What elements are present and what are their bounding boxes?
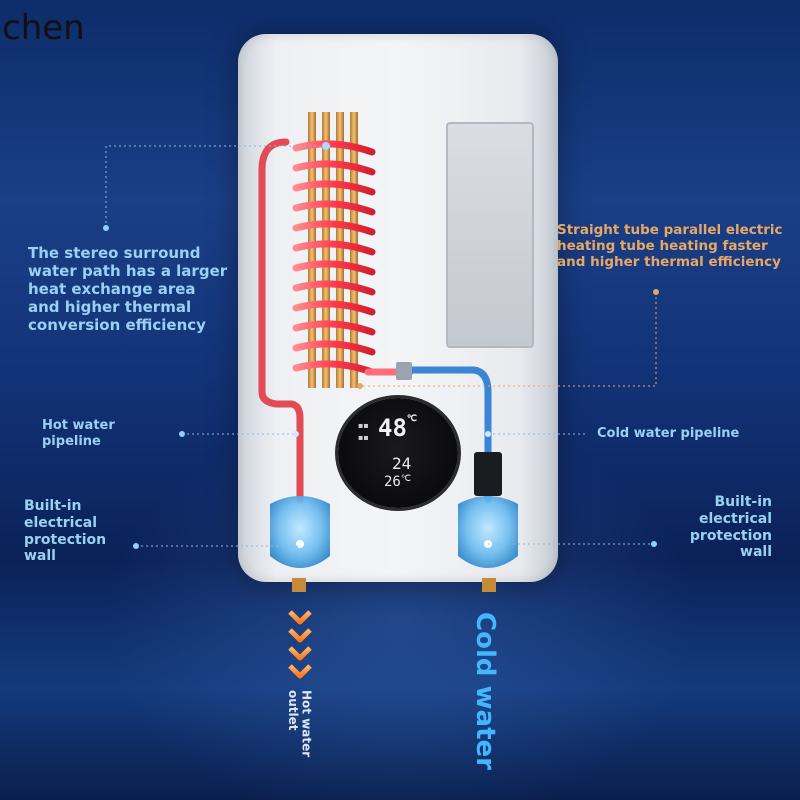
left-protection-wall [270, 496, 330, 568]
display-low-value: 26℃ [384, 474, 411, 490]
callout-lines [105, 145, 654, 547]
hot-outlet-arrows [288, 610, 312, 679]
right-protection-wall [458, 496, 518, 568]
pipe-fitting [396, 362, 412, 380]
stereo-coil [292, 140, 376, 376]
display-mid-value: 24 [392, 454, 412, 473]
right-wall-annotation: Built-in electrical protection wall [689, 494, 772, 561]
callout-dots [103, 142, 659, 549]
display-icons: ▪▪▪▪ [358, 421, 369, 442]
control-display: ▪▪▪▪ 48℃ 24 26℃ [338, 398, 458, 508]
hot-pipeline-annotation: Hot water pipeline [42, 418, 115, 449]
hot-outlet-stub [292, 578, 306, 592]
cold-inlet-stub [482, 578, 496, 592]
hot-water-pipe [258, 138, 304, 504]
flow-sensor [474, 452, 502, 496]
stereo-path-annotation: The stereo surround water path has a lar… [28, 244, 228, 334]
display-temperature: 48℃ [378, 414, 418, 442]
left-wall-annotation: Built-in electrical protection wall [24, 498, 107, 565]
straight-tube-annotation: Straight tube parallel electric heating … [557, 222, 783, 271]
cold-pipeline-annotation: Cold water pipeline [597, 426, 740, 441]
cold-water-label: Cold water [470, 612, 500, 770]
callout-line-orange [360, 292, 657, 387]
heating-element-panel [446, 122, 534, 348]
cold-water-pipe [406, 366, 492, 504]
watermark: chen [2, 8, 85, 48]
